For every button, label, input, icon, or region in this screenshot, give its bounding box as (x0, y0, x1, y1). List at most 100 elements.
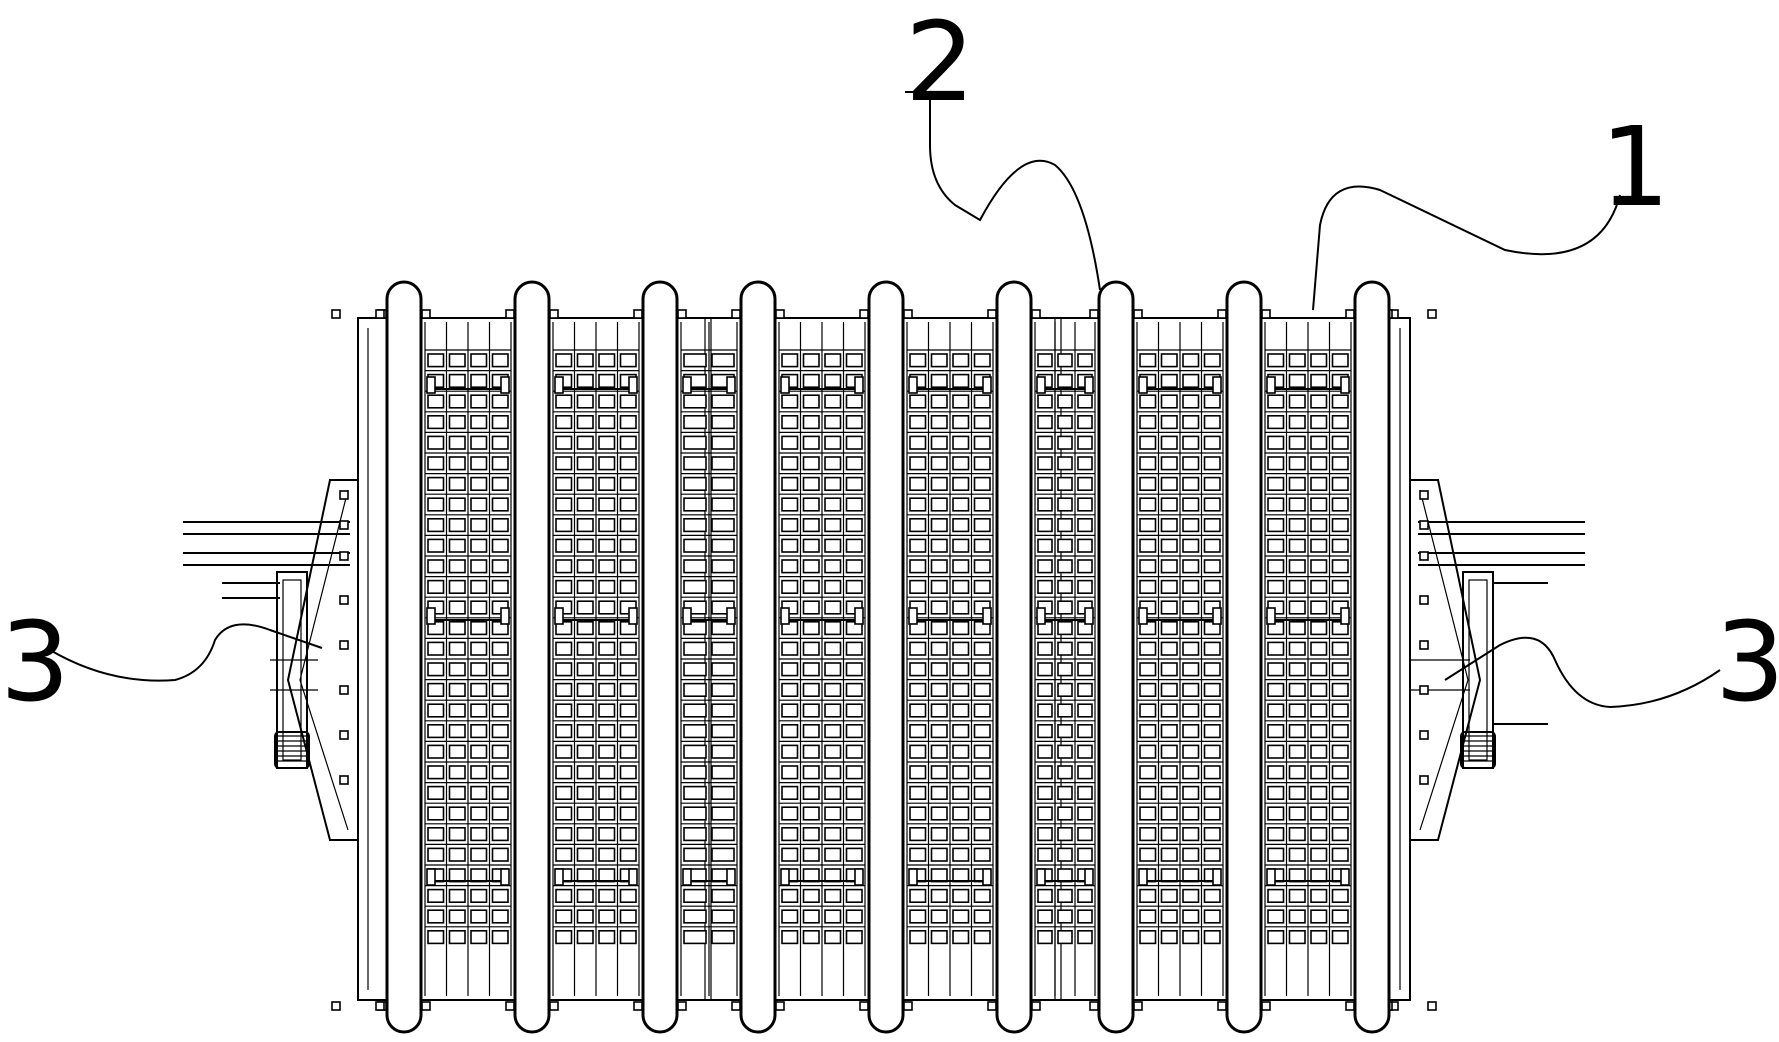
grid-cell (619, 414, 637, 430)
grid-cell (973, 847, 991, 862)
grid-cell (470, 888, 488, 903)
grid-cell (1288, 929, 1306, 945)
grid-cell (952, 559, 970, 574)
grid-cell (1037, 517, 1053, 533)
grid-cell (1160, 909, 1178, 924)
grid-cell (909, 744, 927, 759)
grid-cell (1139, 929, 1157, 945)
grid-cell (1310, 497, 1328, 512)
grid-cell (491, 765, 509, 780)
bracket (1084, 607, 1094, 625)
grid-cell (1037, 723, 1053, 739)
grid-cell (1057, 662, 1073, 677)
grid-cell (1331, 559, 1349, 574)
grid-cell (1160, 703, 1178, 718)
grid-cell (930, 497, 948, 512)
grid-cell (1077, 929, 1093, 945)
grid-cell (1057, 909, 1073, 924)
grid-cell (1288, 414, 1306, 430)
grid-cell (1267, 497, 1285, 512)
grid-cell (1288, 723, 1306, 739)
grid-cell (491, 641, 509, 656)
grid-cell (683, 559, 707, 574)
grid-cell (1182, 353, 1200, 368)
grid-cell (1267, 703, 1285, 718)
grid-cell (598, 662, 616, 677)
grid-cell (1267, 785, 1285, 800)
grid-cell (470, 785, 488, 800)
edge-nub (421, 309, 431, 319)
bolt (339, 520, 349, 530)
grid-cell (1037, 579, 1053, 594)
grid-cell (1037, 414, 1053, 430)
bracket (854, 376, 864, 394)
grid-cell (1160, 765, 1178, 780)
grid-cell (824, 785, 842, 800)
grid-cell (824, 744, 842, 759)
grid-cell (1310, 826, 1328, 842)
grid-cell (576, 559, 594, 574)
grid-cell (711, 620, 735, 636)
bracket (1138, 607, 1148, 625)
grid-cell (711, 662, 735, 677)
grid-cell (576, 497, 594, 512)
grid-cell (845, 517, 863, 533)
grid-cell (619, 559, 637, 574)
grid-cell (1288, 373, 1306, 389)
grid-cell (598, 909, 616, 924)
grid-cell (1267, 456, 1285, 471)
grid-cell (1182, 497, 1200, 512)
grid-cell (952, 785, 970, 800)
grid-cell (427, 394, 445, 409)
grid-cell (1288, 497, 1306, 512)
grid-cell (1203, 641, 1221, 656)
grid-cell (555, 847, 573, 862)
grid-cell (930, 723, 948, 739)
grid-cell (1160, 497, 1178, 512)
grid-cell (952, 662, 970, 677)
grid-cell (1139, 579, 1157, 594)
grid-cell (683, 497, 707, 512)
grid-cell (930, 600, 948, 615)
grid-cell (598, 456, 616, 471)
grid-cell (1182, 394, 1200, 409)
grid-cell (909, 517, 927, 533)
grid-cell (1203, 538, 1221, 553)
grid-cell (1182, 847, 1200, 862)
grid-cell (973, 703, 991, 718)
grid-cell (448, 909, 466, 924)
bracket (908, 376, 918, 394)
grid-cell (845, 909, 863, 924)
grid-cell (491, 497, 509, 512)
grid-cell (1160, 929, 1178, 945)
grid-cell (1057, 744, 1073, 759)
grid-cell (1310, 641, 1328, 656)
edge-nub (375, 309, 385, 319)
grid-cell (973, 765, 991, 780)
grid-cell (619, 826, 637, 842)
bracket (426, 607, 436, 625)
end-assemblies (183, 479, 1585, 841)
grid-cell (555, 435, 573, 450)
grid-cell (1077, 476, 1093, 492)
edge-nub (731, 309, 741, 319)
grid-cell (973, 517, 991, 533)
grid-cell (973, 579, 991, 594)
grid-cell (1057, 600, 1073, 615)
grid-cell (1267, 826, 1285, 842)
grid-cell (470, 868, 488, 883)
grid-cell (598, 847, 616, 862)
grid-cell (576, 456, 594, 471)
grid-cell (619, 353, 637, 368)
grid-cell (1267, 476, 1285, 492)
grid-cell (1182, 600, 1200, 615)
grid-cell (619, 888, 637, 903)
grid-cell (1057, 703, 1073, 718)
grid-cell (930, 559, 948, 574)
grid-cell (576, 517, 594, 533)
leader-line-3-right (1444, 636, 1721, 709)
grid-cell (1077, 847, 1093, 862)
grid-cell (491, 847, 509, 862)
grid-cell (1182, 765, 1200, 780)
grid-cell (448, 847, 466, 862)
